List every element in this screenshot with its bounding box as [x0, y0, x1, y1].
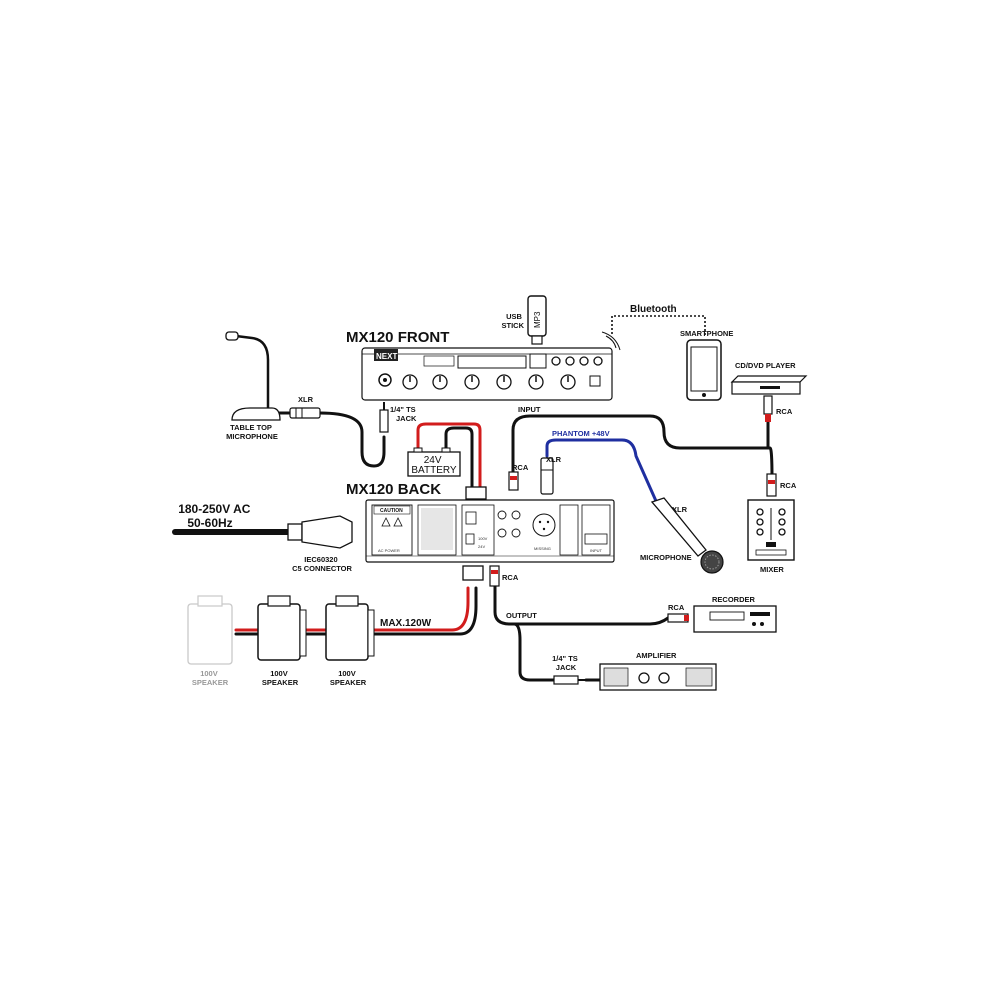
speaker-label-2: 100V SPEAKER — [330, 669, 367, 687]
back-tiny-input: INPUT — [590, 548, 603, 553]
bluetooth-signal-icon — [601, 331, 621, 351]
rca-socket-2[interactable] — [511, 510, 521, 520]
xlr-socket[interactable] — [532, 513, 556, 537]
battery-black-cable — [444, 426, 474, 489]
mp3-label: MP3 — [533, 311, 542, 328]
speaker-icon-ghost — [187, 595, 233, 665]
battery-label: 24V BATTERY — [411, 455, 457, 476]
speaker-icon-2 — [325, 595, 375, 661]
cd-dvd-player-icon — [730, 375, 808, 395]
smartphone-label: SMARTPHONE — [680, 329, 733, 338]
brand-logo: NEXT — [376, 352, 397, 361]
phantom-label: PHANTOM +48V — [552, 429, 610, 438]
xlr-plug-table — [289, 407, 321, 419]
mixer-icon — [747, 499, 795, 561]
rca-label-recorder: RCA — [668, 603, 685, 612]
priority-terminal[interactable] — [584, 533, 608, 545]
input-label: INPUT — [518, 405, 541, 414]
output-label: OUTPUT — [506, 611, 537, 620]
usb-port[interactable] — [529, 353, 547, 369]
speaker-label-1: 100V SPEAKER — [262, 669, 299, 687]
xlr-label-mic: XLR — [672, 505, 688, 514]
rca-label-mixer: RCA — [780, 481, 797, 490]
rca-plug-cd — [763, 395, 773, 422]
rca-plug-recorder — [667, 613, 689, 623]
back-tiny-24v: 24V — [478, 544, 485, 549]
max-power-label: MAX.120W — [380, 618, 432, 629]
prev-button[interactable] — [579, 356, 589, 366]
front-knobs — [402, 374, 576, 390]
rca-socket-1[interactable] — [497, 510, 507, 520]
smartphone-icon — [686, 339, 722, 401]
ts-jack-front — [379, 402, 389, 433]
mx-front-title: MX120 FRONT — [346, 329, 449, 346]
output-jack-cable — [512, 622, 556, 682]
amplifier-icon — [599, 663, 717, 691]
table-mic-label: TABLE TOP MICROPHONE — [226, 423, 278, 441]
back-tiny-missing: MISSING — [534, 546, 551, 551]
rca-socket-4[interactable] — [511, 528, 521, 538]
rca-label-cd: RCA — [776, 407, 793, 416]
battery-terminal — [465, 486, 487, 500]
xlr-label-phantom: XLR — [546, 455, 562, 464]
ts-jack-label-front: 1/4" TS JACK — [390, 405, 418, 423]
xlr-to-jack-cable — [318, 411, 386, 468]
speaker-label-ghost: 100V SPEAKER — [192, 669, 229, 687]
voltage-switch[interactable] — [465, 533, 475, 545]
rca-socket-3[interactable] — [497, 528, 507, 538]
rca-plug-input — [508, 471, 519, 491]
power-button[interactable] — [589, 375, 601, 387]
input-cable — [511, 414, 774, 480]
ac-power-label: 180-250V AC 50-60Hz — [178, 502, 254, 530]
rca-plug-output — [489, 565, 500, 587]
caution-text: CAUTION — [380, 508, 403, 514]
mx-back-title: MX120 BACK — [346, 481, 441, 498]
handheld-microphone-icon — [650, 497, 724, 574]
recorder-icon — [693, 605, 777, 633]
play-button[interactable] — [565, 356, 575, 366]
xlr-plug-phantom — [540, 457, 554, 495]
ts-jack-amp — [553, 675, 588, 685]
next-button[interactable] — [593, 356, 603, 366]
iec-connector-icon — [287, 515, 353, 549]
back-tiny-ac: AC POWER — [378, 548, 400, 553]
battery-icon — [407, 447, 461, 477]
usb-stick-label: USB STICK — [502, 312, 525, 330]
rca-label-output: RCA — [502, 573, 519, 582]
output-rca-cable — [493, 584, 670, 626]
phantom-cable — [545, 438, 662, 512]
battery-red-cable — [416, 422, 482, 489]
speaker-terminal — [465, 511, 477, 525]
bluetooth-label: Bluetooth — [630, 304, 677, 315]
rca-plug-mixer — [766, 473, 777, 497]
speaker-line-black — [234, 586, 478, 636]
microphone-label: MICROPHONE — [640, 553, 692, 562]
bluetooth-link — [611, 315, 706, 336]
back-tiny-100v: 100V — [478, 536, 488, 541]
usb-stick-icon: MP3 — [527, 295, 547, 345]
xlr-label-table: XLR — [298, 395, 314, 404]
amplifier-label: AMPLIFIER — [636, 651, 677, 660]
speaker-line-plug — [462, 565, 484, 581]
mx120-front-panel: NEXT — [361, 347, 613, 401]
table-microphone-icon — [225, 331, 281, 421]
mx120-back-panel: CAUTION AC POWER 100V 24V MISSING INPUT — [365, 499, 615, 563]
iec-label: IEC60320 C5 CONNECTOR — [292, 555, 352, 573]
recorder-label: RECORDER — [712, 595, 756, 604]
ts-jack-label-amp: 1/4" TS JACK — [552, 654, 580, 672]
cddvd-label: CD/DVD PLAYER — [735, 361, 796, 370]
speaker-icon-1 — [257, 595, 307, 661]
mixer-label: MIXER — [760, 565, 784, 574]
rca-label-input: RCA — [512, 463, 529, 472]
speaker-line-red — [234, 586, 470, 632]
